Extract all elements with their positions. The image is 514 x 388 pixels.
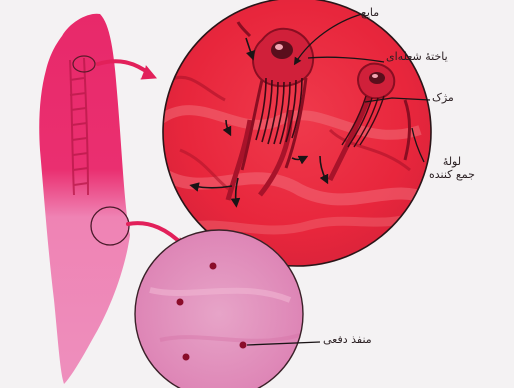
label-excretory-pore: منفذ دفعی — [323, 334, 372, 347]
pore-3 — [183, 354, 190, 361]
pore-2 — [177, 299, 184, 306]
label-fluid: مایع — [361, 7, 379, 20]
magnified-pore-view — [135, 230, 303, 388]
magnified-flame-cell-view — [160, 0, 431, 266]
label-collecting-duct-line2: جمع کننده — [429, 169, 475, 182]
flatworm-body — [39, 14, 130, 384]
pore-4 — [240, 342, 247, 349]
label-flame-cell: یاختهٔ شعله‌ای — [386, 51, 448, 64]
label-cilia: مژک — [432, 92, 454, 105]
label-collecting-duct-line1: لولهٔ — [429, 156, 475, 169]
pore-1 — [210, 263, 217, 270]
label-collecting-duct: لولهٔ جمع کننده — [429, 156, 475, 181]
